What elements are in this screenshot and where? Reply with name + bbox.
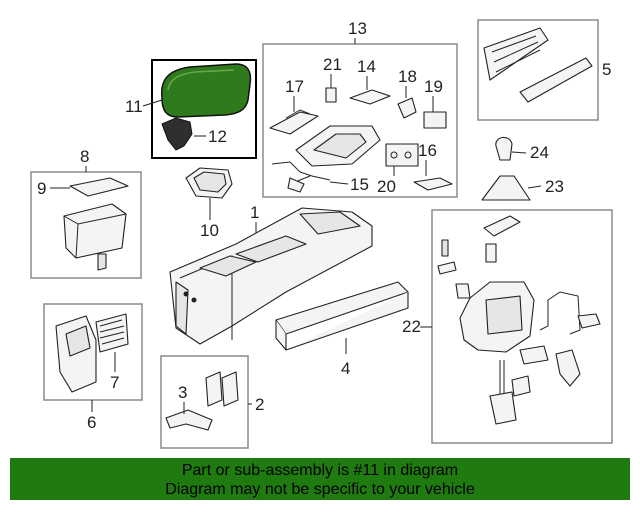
callout-19: 19	[424, 77, 443, 96]
callout-4: 4	[341, 359, 350, 378]
armrest-hinge[interactable]	[161, 117, 193, 151]
part-info-banner: Part or sub-assembly is #11 in diagram D…	[10, 458, 630, 500]
callout-1: 1	[250, 203, 259, 222]
callout-18: 18	[398, 67, 417, 86]
shift-knob-group: 24 23	[481, 136, 564, 201]
callout-21: 21	[323, 55, 342, 74]
front-panel-group: 6 7	[43, 303, 143, 432]
banner-line-2: Diagram may not be specific to your vehi…	[165, 481, 475, 498]
cup-holder-group: 10	[185, 167, 233, 240]
armrest-group: 11 12	[125, 59, 257, 159]
storage-box-group: 8 9	[30, 147, 142, 279]
side-panel-group: 5	[477, 19, 611, 121]
callout-22: 22	[402, 317, 421, 336]
callout-24: 24	[530, 143, 549, 162]
callout-15: 15	[350, 175, 369, 194]
trim-strip-group: 4	[275, 281, 409, 378]
callout-20: 20	[377, 177, 396, 196]
armrest-lid[interactable]	[160, 63, 252, 118]
callout-3: 3	[178, 383, 187, 402]
bracket-group: 2 3	[160, 355, 264, 449]
banner-line-1: Part or sub-assembly is #11 in diagram	[181, 462, 459, 479]
callout-2: 2	[255, 395, 264, 414]
callout-17: 17	[285, 77, 304, 96]
parts-diagram: 11 12 13 17 21 14 18 19 20	[30, 19, 613, 449]
callout-7: 7	[110, 373, 119, 392]
callout-5: 5	[602, 60, 611, 79]
callout-8: 8	[80, 147, 89, 166]
shifter-assembly-group: 22	[402, 209, 613, 444]
callout-23: 23	[545, 177, 564, 196]
callout-10: 10	[200, 221, 219, 240]
callout-6: 6	[87, 413, 96, 432]
callout-13: 13	[348, 19, 367, 38]
callout-11: 11	[125, 97, 143, 116]
switch-panel-group: 13 17 21 14 18 19 20 16	[262, 19, 458, 198]
console-body-group: 1	[169, 203, 373, 345]
callout-9: 9	[37, 179, 46, 198]
callout-12: 12	[208, 127, 227, 146]
highlight-box	[151, 59, 257, 159]
callout-14: 14	[357, 57, 376, 76]
callout-16: 16	[418, 141, 437, 160]
